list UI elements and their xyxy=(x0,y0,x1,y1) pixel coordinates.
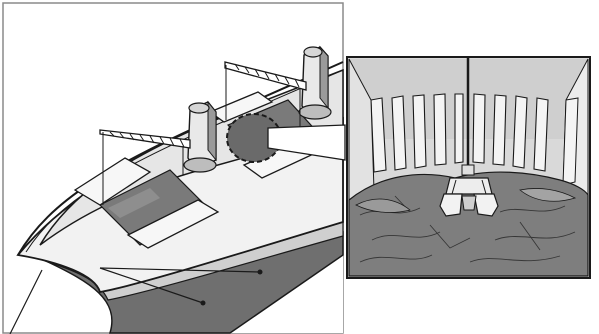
hold-detail-panel xyxy=(347,57,590,278)
ship-panel xyxy=(3,3,345,334)
bulkhead-slats xyxy=(371,94,548,172)
